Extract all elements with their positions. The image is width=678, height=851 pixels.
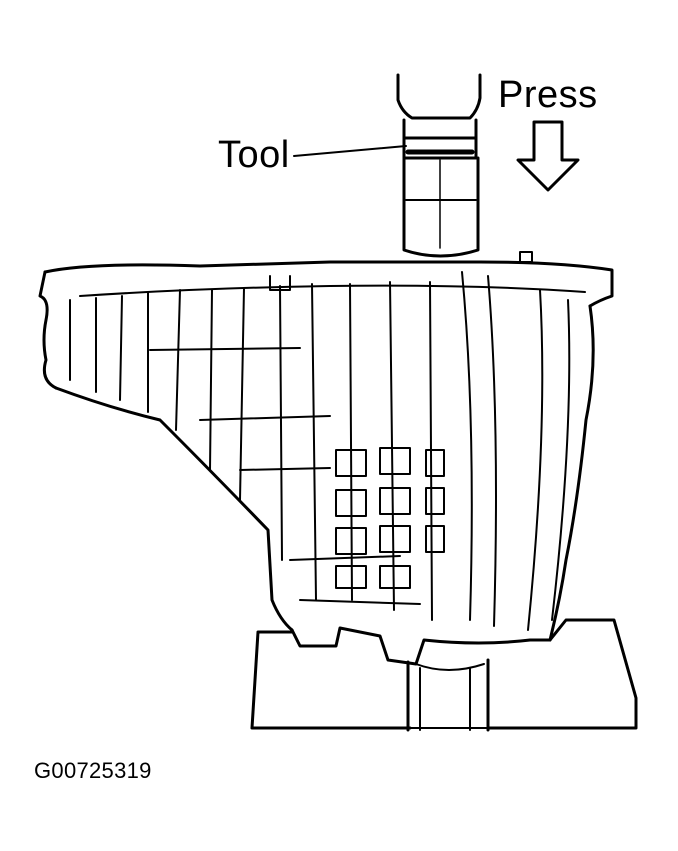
support-blocks — [250, 618, 638, 730]
press-label: Press — [498, 74, 598, 116]
figure-id: G00725319 — [34, 758, 152, 783]
output-shaft — [406, 658, 490, 732]
arrow-down-icon — [516, 120, 580, 192]
tool-shaft — [402, 136, 480, 258]
transmission-case — [38, 251, 614, 666]
tool-label: Tool — [218, 134, 290, 176]
press-ram — [396, 73, 482, 140]
tool-leader-line — [293, 145, 407, 157]
